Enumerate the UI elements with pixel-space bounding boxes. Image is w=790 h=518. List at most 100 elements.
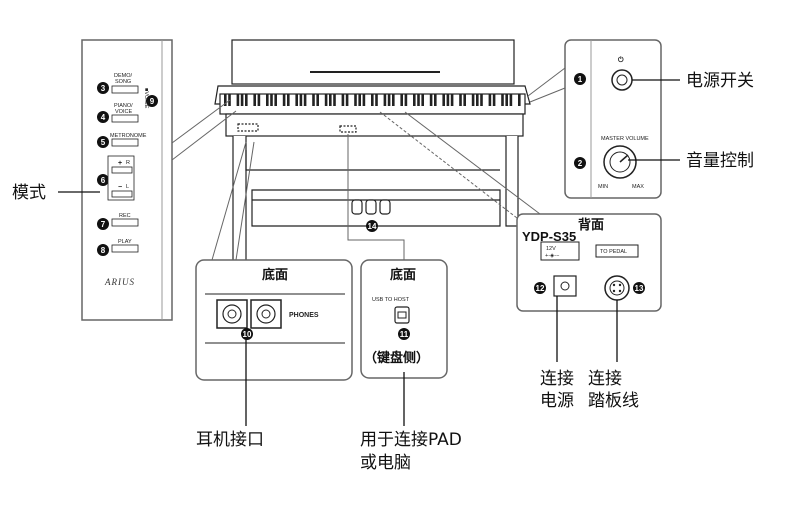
usb-to-host-label: USB TO HOST [372, 297, 410, 303]
black-key [299, 94, 303, 106]
callout-mode: 模式 [12, 183, 46, 203]
callout-usb-line2: 或电脑 [360, 453, 411, 473]
badge-n2 [574, 157, 586, 169]
badge-n12 [534, 282, 546, 294]
badge-n6 [97, 174, 109, 186]
black-key [450, 94, 454, 106]
rec-button [111, 218, 139, 227]
badge-number-n9: 9 [150, 97, 155, 106]
black-key [375, 94, 378, 106]
to-pedal-label: TO PEDAL [600, 249, 627, 255]
leader-lines [58, 79, 680, 426]
min-label: MIN [598, 184, 608, 190]
demo-song-label-1: DEMO/ [114, 73, 133, 79]
plus-label: + [118, 160, 122, 167]
black-key [316, 94, 319, 106]
arius-logo: ARIUS [104, 277, 135, 287]
badge-number-n4: 4 [101, 113, 106, 122]
badge-n5 [97, 136, 109, 148]
black-key [417, 94, 420, 106]
badge-n8 [97, 244, 109, 256]
black-key [387, 94, 391, 106]
callout-volume-control: 音量控制 [686, 151, 754, 171]
metronome-button [111, 138, 139, 147]
black-key [354, 94, 357, 106]
black-key [303, 94, 307, 106]
power-volume-panel [527, 39, 662, 199]
black-key [224, 94, 227, 106]
badge-n11 [398, 328, 410, 340]
badge-number-n10: 10 [243, 330, 252, 339]
master-volume-label: MASTER VOLUME [601, 136, 649, 142]
black-key [383, 94, 387, 106]
callout-power-conn-line1: 连接 [540, 369, 574, 389]
piano-voice-button [111, 114, 139, 123]
black-key [295, 94, 298, 106]
bottom-left-title: 底面 [262, 267, 288, 283]
black-key [329, 94, 332, 106]
phones-panel [195, 141, 353, 381]
badge-number-n13: 13 [635, 284, 644, 293]
black-key [245, 94, 248, 106]
keyboard-side-label: （键盘侧） [364, 350, 429, 366]
minus-button [111, 190, 133, 198]
callout-usb-line1: 用于连接PAD [360, 430, 462, 450]
black-key [392, 94, 395, 106]
black-key [413, 94, 416, 106]
callout-pedal-conn-line1: 连接 [588, 369, 622, 389]
badge-number-n5: 5 [101, 138, 106, 147]
callout-power-conn-line2: 电源 [540, 391, 574, 411]
bottom-mid-title: 底面 [390, 267, 416, 283]
black-key [274, 94, 277, 106]
play-button [111, 244, 139, 253]
dc-symbol-label: +-◈-− [545, 253, 559, 259]
black-key [333, 94, 336, 106]
black-key [362, 94, 366, 106]
badge-n1 [574, 73, 586, 85]
black-key [236, 94, 240, 106]
model-name: YDP-S35 [522, 229, 576, 244]
black-key [240, 94, 244, 106]
badge-number-n3: 3 [101, 84, 106, 93]
black-key [459, 94, 462, 106]
usb-panel [347, 134, 448, 379]
black-key [476, 94, 479, 106]
piano-voice-label-2: VOICE [115, 109, 132, 115]
black-key [492, 94, 496, 106]
badge-number-n8: 8 [101, 246, 106, 255]
callout-pedal-conn-line2: 踏板线 [588, 391, 639, 411]
badge-number-n1: 1 [578, 75, 583, 84]
black-keys [224, 94, 521, 106]
demo-song-button [111, 85, 139, 94]
black-key [463, 94, 466, 106]
callout-power-switch: 电源开关 [686, 71, 754, 91]
badge-n3 [97, 82, 109, 94]
rec-label: REC [119, 213, 131, 219]
badge-number-n11: 11 [400, 330, 409, 339]
piano-voice-label-1: PIANO/ [114, 103, 133, 109]
l-label: L [126, 184, 129, 190]
phones-label: PHONES [289, 312, 319, 319]
black-key [253, 94, 256, 106]
back-panel [379, 111, 662, 312]
black-key [270, 94, 273, 106]
black-key [345, 94, 349, 106]
black-key [358, 94, 361, 106]
black-key [266, 94, 269, 106]
black-key [312, 94, 315, 106]
black-key [341, 94, 345, 106]
callout-headphone-jack: 耳机接口 [196, 430, 264, 450]
badge-n14 [366, 220, 378, 232]
back-title: 背面 [578, 217, 604, 233]
black-key [518, 94, 521, 106]
black-key [434, 94, 437, 106]
badge-n10 [241, 328, 253, 340]
black-key [404, 94, 408, 106]
dc-12v-label: 12V [546, 246, 556, 252]
black-key [400, 94, 403, 106]
black-key [257, 94, 261, 106]
piano-illustration [214, 39, 531, 313]
power-button [611, 69, 633, 91]
r-label: R [126, 160, 130, 166]
